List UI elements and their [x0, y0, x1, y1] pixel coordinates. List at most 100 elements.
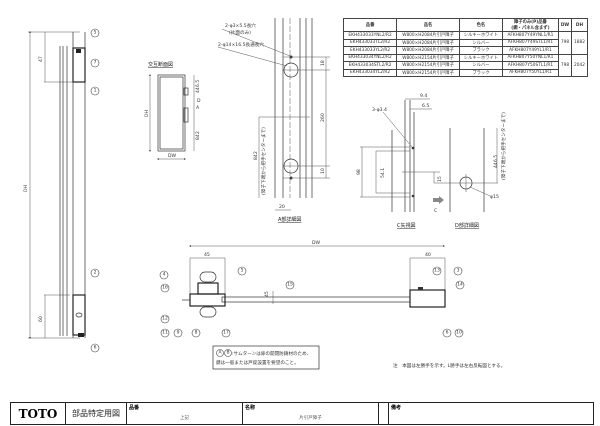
cell: ブラック	[458, 68, 503, 77]
cell: シルキーホワイト	[458, 53, 503, 62]
c-view-title: C矢視図	[397, 222, 416, 229]
elev-d1: 446.5	[195, 80, 201, 93]
plan-dw: DW	[312, 240, 321, 246]
cell: EKH433034YL2/R2	[342, 68, 398, 77]
drawing-title: 部品特定用図	[66, 403, 127, 424]
part-no-label: 品番	[129, 405, 140, 411]
d-d15: 15	[437, 176, 443, 182]
balloon-9: 9	[173, 328, 183, 338]
c-d65: 6.5	[422, 103, 429, 109]
a-d20: 20	[279, 204, 285, 210]
cell: EKH433033YL2/R2	[342, 46, 398, 55]
svg-text:6: 6	[94, 345, 97, 351]
balloon-3: 3	[453, 266, 463, 276]
balloon-12: 12	[160, 314, 170, 324]
svg-text:16: 16	[162, 285, 168, 291]
part-balloons: 1 2 3 4 5 5 6 6 7 8 9 10 11 12 13 14 15 …	[90, 28, 465, 353]
cell: EKH433033TL2/R2	[342, 38, 398, 47]
dim-60: 60	[38, 316, 44, 322]
svg-text:14: 14	[457, 282, 463, 288]
header-line: (網・パネル含まず)	[511, 26, 550, 31]
cell: W800×H2154片引戸障子	[396, 53, 460, 62]
cell: W800×H2084片引戸障子	[396, 31, 460, 40]
name-value: 片引戸障子	[299, 416, 322, 421]
balloon-4: 4	[159, 270, 169, 280]
cell: シルバー	[458, 38, 503, 47]
c-holes: 3-φ3.4	[372, 107, 387, 113]
balloon-5b: 5	[237, 266, 247, 276]
cell: AFKH807Y49STL1/R1	[501, 38, 559, 47]
balloon-10: 10	[454, 328, 464, 338]
cell: AFKH807Y50STL1/R1	[501, 61, 559, 70]
svg-text:A: A	[218, 350, 222, 356]
cell: W800×H2084片引戸障子	[396, 38, 460, 47]
balloon-16: 16	[160, 283, 170, 293]
elevation-view: 交互断面図 DH DW 446.5 842 D A	[144, 61, 201, 160]
svg-text:7: 7	[94, 60, 97, 66]
cell: W800×H2084片引戸障子	[396, 46, 460, 55]
c-d98: 98	[356, 169, 362, 175]
plan-glass: 45	[264, 291, 270, 297]
col-header: 色名	[458, 18, 503, 32]
side-section-view: DH 47 60	[23, 31, 86, 339]
balloon-6b: 6	[442, 328, 452, 338]
cell: シルキーホワイト	[458, 31, 503, 40]
header-line: 障子のみ(P)品番	[513, 20, 547, 25]
cell: EKH433034YNL2/R2	[342, 53, 398, 62]
ab-note-line2: 鍵は一般または戸錠設置を要望のこと。	[216, 359, 299, 366]
part-no-field: 品番 上記	[127, 403, 243, 424]
svg-text:1: 1	[94, 88, 97, 94]
ab-note-box: A B :サムターンは扉の開閉防錆材のため、 鍵は一般または戸錠設置を要望のこと…	[212, 345, 320, 370]
a-d842: 842	[253, 151, 259, 160]
svg-text:5: 5	[241, 268, 244, 274]
c-arrow-icon	[433, 196, 444, 204]
dim-47: 47	[38, 56, 44, 62]
cell: ブラック	[458, 46, 503, 55]
name-field: 名称 片引戸障子	[243, 403, 379, 424]
svg-text:3: 3	[457, 268, 460, 274]
svg-text:5: 5	[94, 30, 97, 36]
balloon-2: 2	[90, 268, 100, 278]
svg-text:12: 12	[162, 316, 168, 322]
plan-section-view: DW 45 40 45	[182, 240, 446, 318]
col-header: 品番	[342, 18, 398, 32]
svg-text:10: 10	[456, 330, 462, 336]
a-detail-view: 2-φ3×5.5長穴 (片面のみ) 2-φ14×16.5長通長穴 18 260 …	[217, 18, 330, 223]
svg-text:13: 13	[434, 268, 440, 274]
elevation-title: 交互断面図	[148, 61, 173, 68]
a-hole1-note: (片面のみ)	[229, 29, 251, 36]
d-d4465: 446.5	[493, 155, 499, 168]
plan-left: 45	[204, 252, 210, 258]
svg-text:11: 11	[162, 330, 168, 336]
ab-note-line1: :サムターンは扉の開閉防錆材のため、	[232, 350, 311, 357]
d-note: (障子下端から把手センターまで)	[500, 112, 507, 180]
balloon-14: 14	[455, 280, 465, 290]
c-d541: 54.1	[380, 168, 386, 178]
cell: AFKH807Y49YL1/R1	[501, 46, 559, 55]
svg-text:2: 2	[94, 270, 97, 276]
cell: AFKH807Y50YL1/R1	[501, 68, 559, 77]
col-header: 障子のみ(P)品番(網・パネル含まず)	[501, 18, 559, 32]
toto-logo: TOTO	[11, 403, 66, 424]
balloon-1: 1	[90, 86, 100, 96]
spec-table: 品番 品名 色名 障子のみ(P)品番(網・パネル含まず) DW DH EKH43…	[342, 18, 589, 77]
balloon-13: 13	[432, 266, 442, 276]
svg-text:17: 17	[223, 330, 229, 336]
balloon-8: 8	[191, 328, 201, 338]
elev-mark-d: D	[197, 98, 201, 104]
c-d94: 9.4	[420, 93, 427, 99]
side-dh-label: DH	[23, 185, 29, 192]
col-header: 品名	[396, 18, 460, 32]
a-hole2: 2-φ14×16.5長通長穴	[218, 41, 264, 48]
cell: AFKH807Y49YNL1/R1	[501, 31, 559, 40]
part-no-value: 上記	[180, 416, 189, 421]
cell: AFKH807Y50YNL1/R1	[501, 53, 559, 62]
a-d260: 260	[320, 113, 326, 122]
svg-text:6: 6	[446, 330, 449, 336]
